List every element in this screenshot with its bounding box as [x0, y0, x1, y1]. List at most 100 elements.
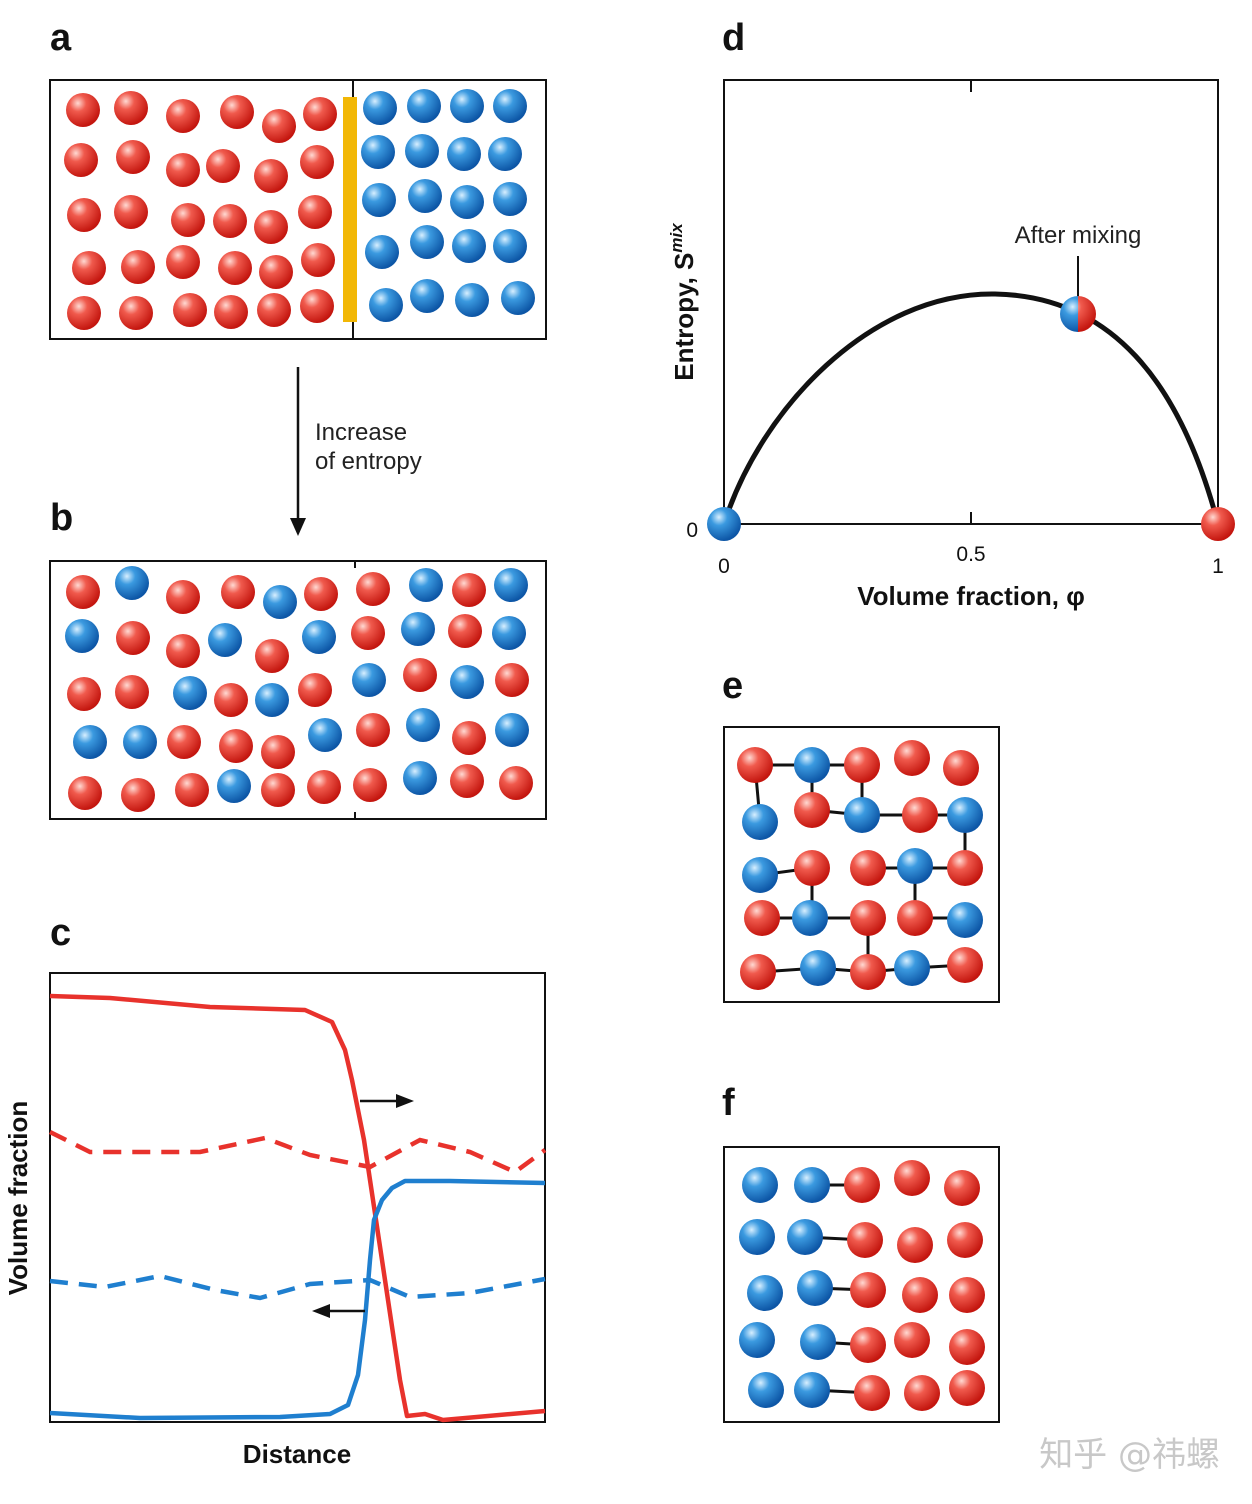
panel-b-blue-particle	[217, 769, 251, 803]
panel-a-red-particle	[121, 250, 155, 284]
panel-b-red-particle	[351, 616, 385, 650]
panel-a-red-particle	[257, 293, 291, 327]
panel-f-bonds	[804, 1183, 873, 1395]
panel-d-letter: d	[722, 17, 745, 59]
panel-f-red-particle	[847, 1222, 883, 1258]
panel-b-red-particle	[261, 773, 295, 807]
panel-f-blue-particle	[794, 1167, 830, 1203]
panel-c-letter: c	[50, 912, 71, 954]
arrow-label-line2: of entropy	[315, 448, 422, 475]
panel-e-box	[723, 726, 1000, 1003]
entropy-arrow-head	[290, 518, 306, 536]
pure-blue-endpoint	[707, 507, 741, 541]
panel-b-blue-particle	[73, 725, 107, 759]
panel-b-red-particle	[403, 658, 437, 692]
panel-d-x-tick-1: 1	[1212, 555, 1224, 578]
panel-b-blue-particle	[494, 568, 528, 602]
panel-b-red-particle	[166, 634, 200, 668]
panel-d-y-axis-title-sup: mix	[667, 222, 686, 253]
panel-e-red-particle	[844, 747, 880, 783]
panel-a-red-particle	[254, 159, 288, 193]
panel-c: Distance Volume fraction	[3, 972, 547, 1469]
panel-e-red-particle	[794, 792, 830, 828]
panel-b-red-particle	[307, 770, 341, 804]
panel-e-blue-particle	[792, 900, 828, 936]
panel-e-blue-particle	[742, 804, 778, 840]
panel-a-red-particle	[116, 140, 150, 174]
red-dashed-profile	[48, 1129, 547, 1175]
panel-b-red-particle	[298, 673, 332, 707]
entropy-curve	[721, 291, 1221, 525]
panel-a-red-particle	[298, 195, 332, 229]
panel-b-blue-particle	[352, 663, 386, 697]
panel-b-red-particle	[67, 677, 101, 711]
panel-d-y-axis-title: Entropy, Smix	[667, 222, 699, 381]
panel-a-red-particle	[64, 143, 98, 177]
panel-b-blue-particle	[308, 718, 342, 752]
panel-f-red-particle	[894, 1160, 930, 1196]
panel-a-letter: a	[50, 17, 72, 59]
arrow-label-line1: Increase	[315, 419, 407, 446]
panel-b-red-particle	[356, 572, 390, 606]
panel-b-blue-particle	[123, 725, 157, 759]
panel-f-blue-particle	[739, 1219, 775, 1255]
panel-b-box	[49, 560, 547, 820]
panel-f-red-particle	[854, 1375, 890, 1411]
panel-c-x-axis-title: Distance	[243, 1439, 351, 1469]
panel-f	[723, 1146, 1000, 1423]
panel-b-blue-particle	[492, 616, 526, 650]
panel-e-blue-particle	[800, 950, 836, 986]
panel-a-red-particle	[220, 95, 254, 129]
blue-dashed-profile	[49, 1273, 546, 1301]
panel-e-red-particle	[947, 850, 983, 886]
panel-a-blue-particle	[450, 89, 484, 123]
panel-f-red-particle	[897, 1227, 933, 1263]
panel-d-y-axis-title-main: Entropy, S	[669, 253, 699, 381]
panel-a-blue-particle	[363, 91, 397, 125]
panel-a-red-particle	[66, 93, 100, 127]
partition-barrier	[343, 97, 357, 322]
panel-f-blue-particle	[748, 1372, 784, 1408]
panel-b-blue-particle	[255, 683, 289, 717]
panel-a-blue-particle	[361, 135, 395, 169]
panel-a-red-particle	[300, 145, 334, 179]
panel-b-red-particle	[304, 577, 338, 611]
panel-b-red-particle	[167, 725, 201, 759]
panel-a	[49, 79, 547, 340]
panel-b-red-particle	[121, 778, 155, 812]
panel-a-red-particle	[254, 210, 288, 244]
panel-b-blue-particle	[115, 566, 149, 600]
panel-f-blue-particle	[742, 1167, 778, 1203]
panel-a-red-particle	[166, 245, 200, 279]
panel-b-red-particle	[499, 766, 533, 800]
panel-b-blue-particle	[65, 619, 99, 653]
panel-b	[49, 560, 547, 820]
panel-f-letter: f	[722, 1082, 735, 1124]
panel-b-red-particle	[66, 575, 100, 609]
panel-b-red-particle	[452, 573, 486, 607]
panel-d-x-axis-title: Volume fraction, φ	[857, 581, 1085, 611]
panel-a-red-particle	[166, 153, 200, 187]
panel-d-x-tick-0: 0	[718, 555, 730, 578]
panel-b-red-particle	[68, 776, 102, 810]
panel-a-red-particle	[259, 255, 293, 289]
panel-e-blue-particle	[947, 902, 983, 938]
panel-a-blue-particle	[447, 137, 481, 171]
panel-a-blue-particle	[365, 235, 399, 269]
panel-b-blue-particle	[401, 612, 435, 646]
panel-a-red-particle	[67, 198, 101, 232]
panel-b-red-particle	[214, 683, 248, 717]
panel-f-red-particle	[949, 1277, 985, 1313]
panel-a-red-particle	[214, 295, 248, 329]
pure-red-endpoint	[1201, 507, 1235, 541]
panel-f-blue-particle	[794, 1372, 830, 1408]
panel-b-red-particle	[450, 764, 484, 798]
panel-a-red-particle	[300, 289, 334, 323]
panel-d-x-tick-05: 0.5	[956, 543, 985, 566]
panel-b-red-particle	[219, 729, 253, 763]
panel-f-blue-particle	[739, 1322, 775, 1358]
panel-f-red-particle	[850, 1272, 886, 1308]
panel-b-red-particle	[166, 580, 200, 614]
panel-b-red-particle	[452, 721, 486, 755]
entropy-arrow: Increase of entropy	[290, 367, 422, 536]
